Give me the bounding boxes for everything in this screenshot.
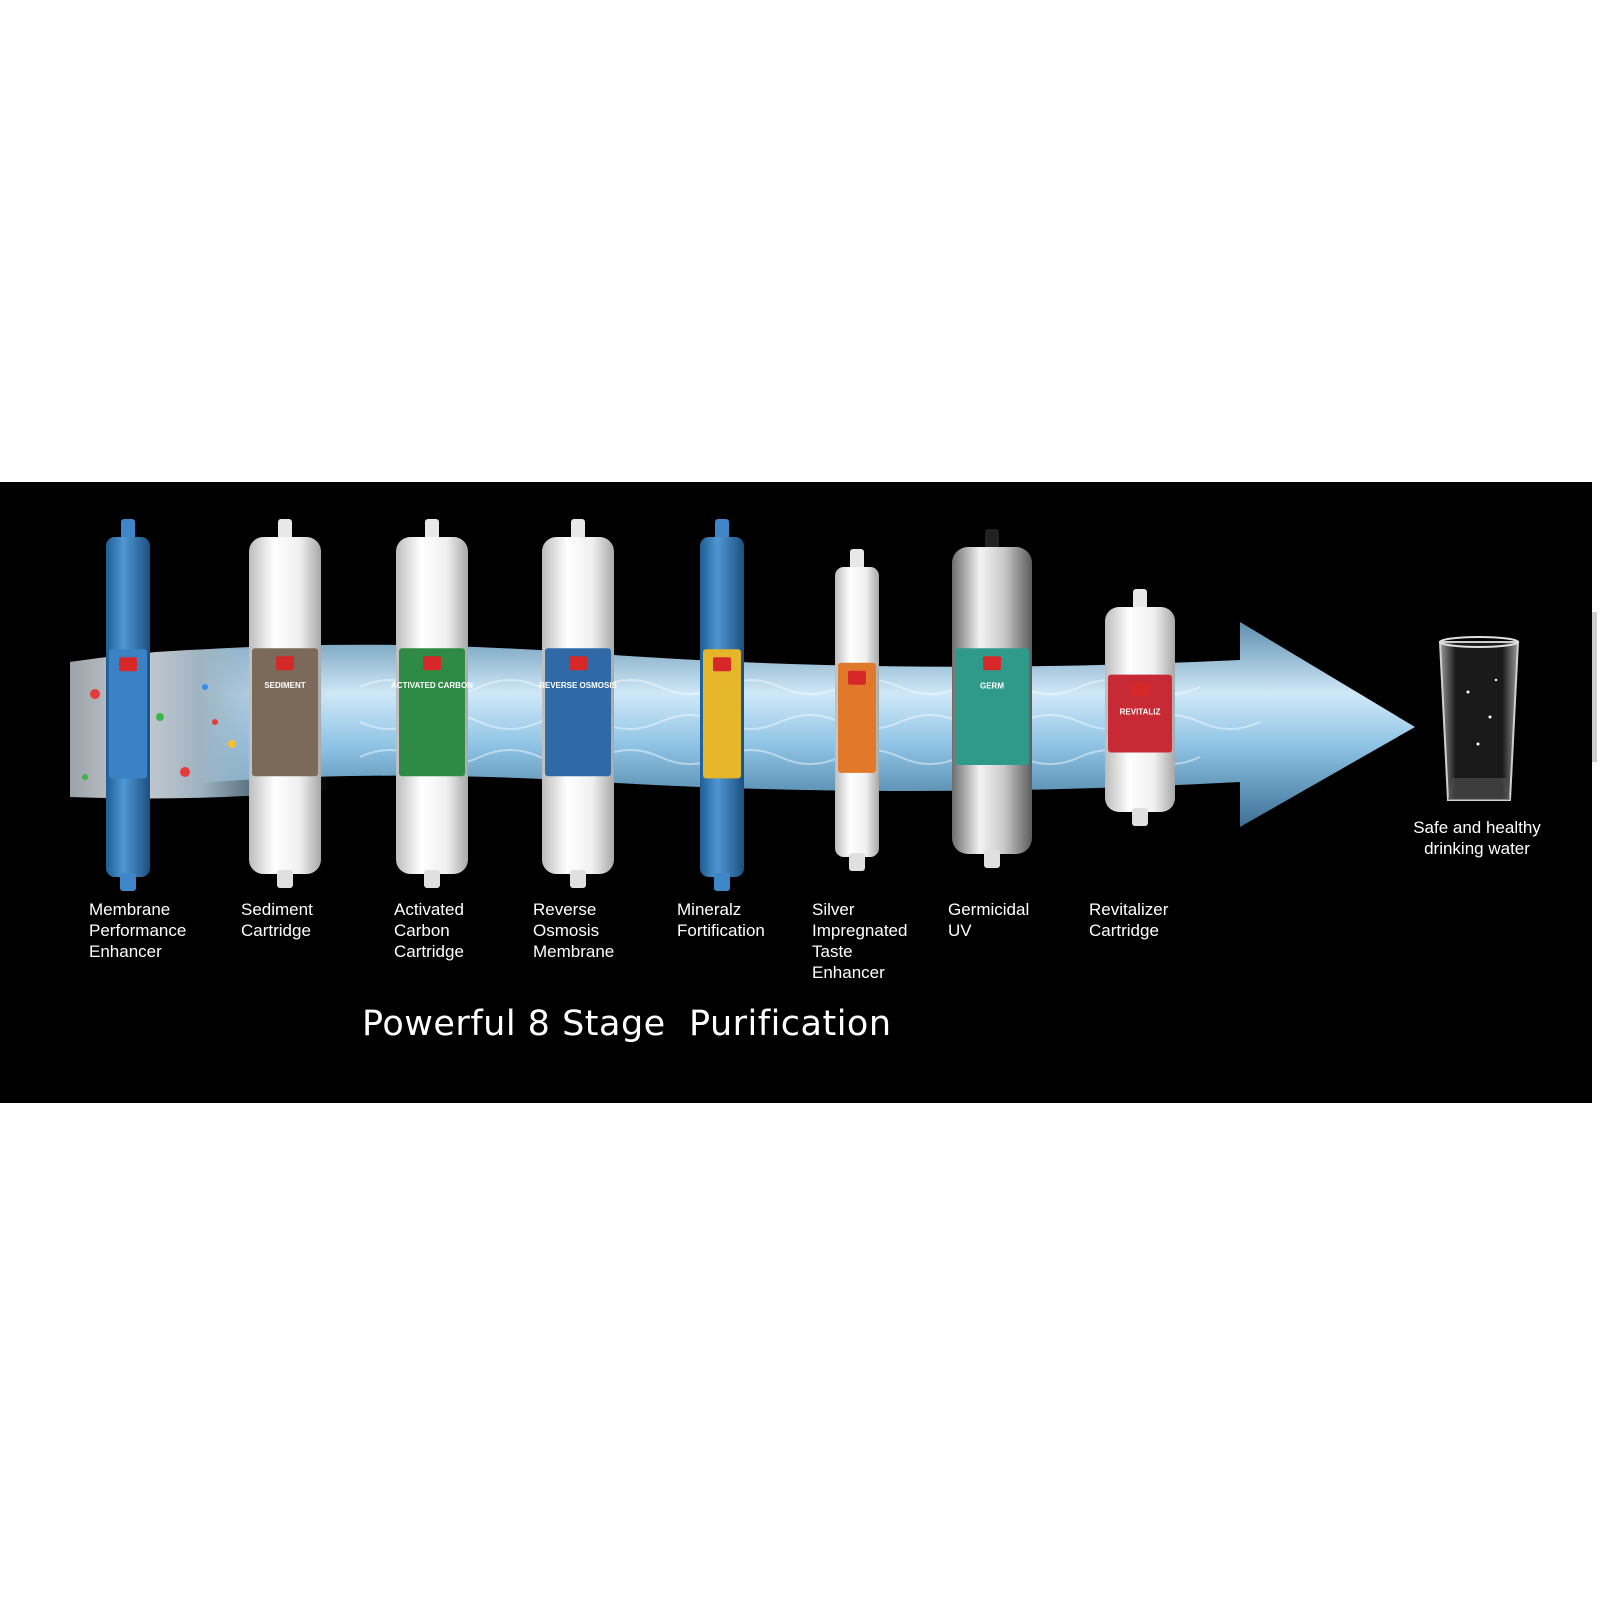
stage-label-line: Fortification xyxy=(677,921,765,940)
brand-logo-icon xyxy=(119,657,137,672)
brand-logo-icon xyxy=(276,656,294,671)
brand-logo-icon xyxy=(569,656,587,671)
cartridge-fitting xyxy=(425,519,439,541)
brand-logo-icon xyxy=(713,657,731,672)
output-label-line: Safe and healthy xyxy=(1413,818,1541,837)
output-label-line: drinking water xyxy=(1424,839,1530,858)
cartridge-3: ACTIVATED CARBON xyxy=(391,519,473,888)
cartridge-5 xyxy=(700,519,744,891)
stage-label-line: Taste xyxy=(812,942,853,961)
cartridge-fitting xyxy=(1132,808,1148,826)
water-glass-icon xyxy=(1438,636,1520,801)
stage-label-line: UV xyxy=(948,921,972,940)
cartridge-label-band xyxy=(955,648,1029,765)
output-label: Safe and healthy drinking water xyxy=(1392,817,1562,859)
cartridge-fitting xyxy=(571,519,585,541)
stage-label-line: Reverse xyxy=(533,900,597,919)
impurity-dots xyxy=(82,684,236,780)
cartridge-printed-name: SEDIMENT xyxy=(264,681,305,690)
cartridge-label-band xyxy=(545,648,611,777)
stage-label-line: Enhancer xyxy=(89,942,162,961)
cartridge-label-band xyxy=(838,662,876,773)
cartridge-fitting xyxy=(1133,589,1147,611)
stage-label-line: Osmosis xyxy=(533,921,600,940)
stage-label-line: Sediment xyxy=(241,900,313,919)
stage-label-line: Membrane xyxy=(533,942,615,961)
cartridge-printed-name: REVERSE OSMOSIS xyxy=(539,681,617,690)
scrollbar-thumb[interactable] xyxy=(1592,612,1597,762)
cartridge-8: REVITALIZ xyxy=(1105,589,1175,826)
cartridge-fitting xyxy=(849,853,865,871)
cartridge-2: SEDIMENT xyxy=(249,519,321,888)
brand-logo-icon xyxy=(983,656,1001,671)
cartridge-row: SEDIMENT ACTIVATED CARBON REVERSE OSMOSIS G… xyxy=(106,519,1175,891)
cartridge-fitting xyxy=(570,870,586,888)
cartridge-fitting xyxy=(850,549,864,571)
cartridge-fitting xyxy=(424,870,440,888)
stage-label-line: Impregnated xyxy=(812,921,908,940)
stage-label-line: Revitalizer xyxy=(1089,900,1169,919)
brand-logo-icon xyxy=(423,656,441,671)
stage-label-line: Silver xyxy=(812,900,855,919)
cartridge-label-band xyxy=(109,649,147,779)
banner-title: Powerful 8 Stage Purification xyxy=(362,1004,892,1044)
cartridge-fitting xyxy=(715,519,729,541)
cartridge-printed-name: REVITALIZ xyxy=(1120,708,1161,717)
cartridge-label-band xyxy=(252,648,318,777)
cartridge-fitting xyxy=(278,519,292,541)
stage-label-line: Germicidal xyxy=(948,900,1030,919)
purification-illustration: SEDIMENT ACTIVATED CARBON REVERSE OSMOSIS G… xyxy=(70,519,1520,891)
stage-label-line: Membrane xyxy=(89,900,171,919)
stage-label-line: Cartridge xyxy=(1089,921,1159,940)
cartridge-7: GERM xyxy=(952,529,1032,868)
brand-logo-icon xyxy=(1131,682,1149,697)
stage-label-line: Carbon xyxy=(394,921,450,940)
cartridge-fitting xyxy=(120,873,136,891)
cartridge-printed-name: ACTIVATED CARBON xyxy=(391,681,473,690)
cartridge-printed-name: GERM xyxy=(980,681,1004,690)
cartridge-fitting xyxy=(714,873,730,891)
cartridge-label-band xyxy=(399,648,465,777)
stage-label-line: Activated xyxy=(394,900,464,919)
cartridge-fitting xyxy=(984,850,1000,868)
cartridge-label-band xyxy=(1108,674,1172,753)
cartridge-4: REVERSE OSMOSIS xyxy=(539,519,618,888)
cartridge-6 xyxy=(835,549,879,871)
cartridge-fitting xyxy=(985,529,999,551)
cartridge-label-band xyxy=(703,649,741,779)
cartridge-1 xyxy=(106,519,150,891)
stage-label-line: Enhancer xyxy=(812,963,885,982)
stage-label-line: Mineralz xyxy=(677,900,742,919)
purification-banner: SEDIMENT ACTIVATED CARBON REVERSE OSMOSIS G… xyxy=(0,482,1592,1103)
cartridge-fitting xyxy=(277,870,293,888)
stage-label-line: Cartridge xyxy=(394,942,464,961)
cartridge-fitting xyxy=(121,519,135,541)
stage-label-line: Cartridge xyxy=(241,921,311,940)
stage-label-line: Performance xyxy=(89,921,187,940)
brand-logo-icon xyxy=(848,670,866,685)
